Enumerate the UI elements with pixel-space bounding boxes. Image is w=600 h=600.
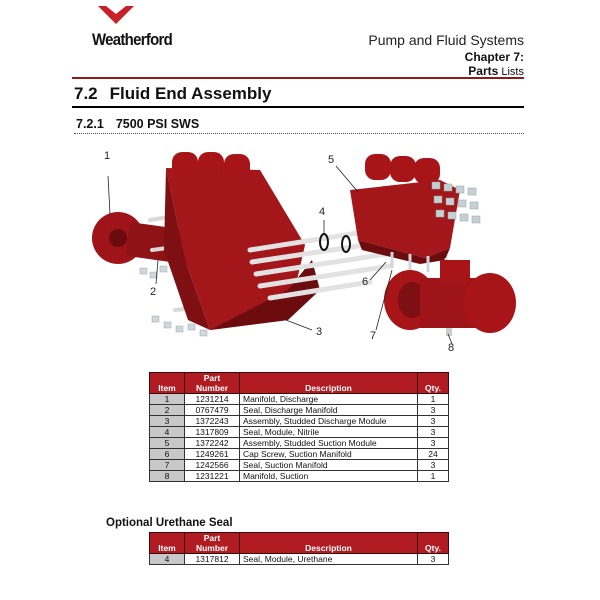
logo-chevron-icon <box>98 6 134 24</box>
callout-1: 1 <box>104 150 111 162</box>
chapter-name: Parts Lists <box>468 64 524 78</box>
discharge-module <box>164 152 320 330</box>
callout-5: 5 <box>328 154 335 166</box>
document-header: Pump and Fluid Systems Chapter 7: Parts … <box>368 32 524 79</box>
logo-text: Weatherford <box>92 30 173 49</box>
col-description: Description <box>239 372 418 394</box>
manual-title: Pump and Fluid Systems <box>368 32 524 48</box>
col-item: Item <box>149 532 185 554</box>
suction-module <box>350 154 460 264</box>
header-divider <box>72 77 524 79</box>
col-qty: Qty. <box>417 372 449 394</box>
suction-manifold <box>384 260 516 336</box>
callout-6: 6 <box>362 276 369 288</box>
fluid-end-exploded-diagram: 1 2 3 4 5 6 7 8 <box>80 140 540 360</box>
callout-4: 4 <box>319 206 326 218</box>
section-divider <box>72 106 524 108</box>
callout-8: 8 <box>448 342 455 354</box>
col-item: Item <box>149 372 185 394</box>
callout-7: 7 <box>370 330 377 342</box>
subsection-divider <box>74 133 524 134</box>
col-qty: Qty. <box>417 532 449 554</box>
callout-2: 2 <box>150 286 157 298</box>
callout-3: 3 <box>316 326 323 338</box>
col-description: Description <box>239 532 418 554</box>
optional-heading: Optional Urethane Seal <box>106 517 233 529</box>
chapter-label: Chapter 7: <box>464 50 524 64</box>
